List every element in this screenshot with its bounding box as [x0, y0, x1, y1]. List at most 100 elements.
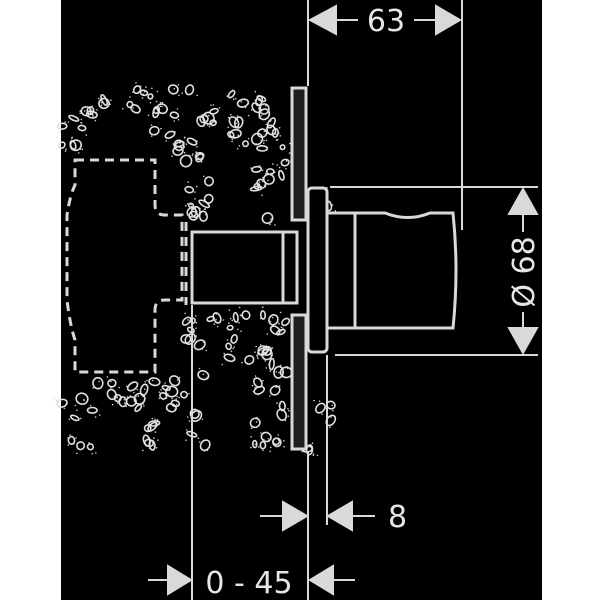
gravel-dot: [123, 398, 126, 401]
gravel-dot: [261, 194, 263, 197]
gravel-dot: [254, 99, 256, 102]
arrow-down-icon: [507, 327, 539, 356]
gravel-stone: [232, 311, 239, 323]
gravel-stone: [226, 324, 234, 331]
gravel-dot: [137, 395, 140, 397]
gravel-dot: [147, 427, 149, 430]
gravel-dot: [270, 119, 272, 121]
gravel-dot: [148, 424, 151, 426]
gravel-dot: [202, 341, 205, 343]
gravel-dot: [200, 161, 203, 163]
gravel-stone: [233, 116, 244, 129]
gravel-stone: [272, 437, 282, 448]
gravel-dot: [186, 203, 189, 205]
gravel-dot: [195, 335, 198, 337]
gravel-dot: [139, 85, 142, 88]
gravel-dot: [132, 91, 134, 93]
gravel-stone: [86, 106, 95, 116]
gravel-dot: [187, 181, 189, 183]
gravel-dot: [257, 446, 260, 448]
gravel-dot: [240, 100, 242, 103]
gravel-stone: [132, 85, 142, 95]
gravel-stone: [259, 310, 267, 320]
gravel-dot: [132, 107, 134, 109]
gravel-dot: [190, 205, 193, 208]
gravel-stone: [181, 316, 192, 326]
gravel-dot: [141, 97, 144, 99]
arrow-right-icon: [167, 564, 193, 596]
gravel-dot: [198, 441, 201, 443]
gravel-stone: [56, 122, 68, 130]
gravel-stone: [280, 158, 290, 167]
gravel-dot: [198, 367, 201, 370]
gravel-dot: [183, 147, 185, 149]
gravel-dot: [252, 390, 255, 393]
gravel-stone: [256, 94, 267, 103]
gravel-dot: [143, 388, 146, 391]
gravel-stone: [180, 333, 192, 345]
gravel-dot: [61, 141, 64, 144]
gravel-dot: [203, 153, 205, 156]
gravel-dot: [235, 122, 237, 125]
gravel-dot: [155, 447, 158, 449]
gravel-stone: [76, 441, 86, 451]
gravel-dot: [266, 333, 269, 335]
gravel-dot: [208, 114, 210, 117]
gravel-dot: [289, 142, 291, 145]
gravel-dot: [265, 139, 268, 142]
gravel-stone: [241, 310, 251, 320]
gravel-dot: [195, 315, 197, 317]
gravel-dot: [98, 101, 101, 103]
gravel-dot: [117, 402, 119, 404]
gravel-dot: [279, 311, 282, 314]
gravel-dot: [285, 160, 288, 162]
gravel-dot: [278, 371, 280, 374]
gravel-dot: [80, 121, 82, 124]
gravel-dot: [311, 442, 314, 445]
gravel-dot: [100, 104, 103, 107]
gravel-dot: [216, 325, 219, 328]
gravel-dot: [231, 140, 233, 143]
gravel-stone: [169, 111, 180, 119]
gravel-stone: [86, 443, 95, 451]
gravel-dot: [143, 90, 146, 93]
gravel-dot: [264, 134, 267, 136]
gravel-dot: [68, 418, 71, 421]
gravel-stone: [225, 342, 232, 351]
gravel-stone: [269, 385, 281, 396]
gravel-stone: [165, 403, 177, 413]
gravel-stone: [236, 98, 250, 108]
gravel-dot: [95, 452, 97, 454]
gravel-dot: [240, 314, 242, 317]
gravel-dot: [178, 396, 180, 399]
gravel-dot: [278, 127, 281, 129]
gravel-dot: [79, 112, 81, 115]
gravel-dot: [106, 376, 109, 378]
gravel-stone: [251, 165, 263, 173]
gravel-stone: [268, 314, 279, 326]
gravel-dot: [65, 148, 67, 150]
gravel-stone: [241, 140, 249, 148]
gravel-dot: [159, 101, 162, 104]
gravel-stone: [143, 424, 152, 433]
gravel-dot: [143, 405, 145, 407]
gravel-dot: [203, 175, 205, 178]
gravel-stone: [148, 125, 160, 136]
gravel-dot: [276, 164, 279, 166]
gravel-dot: [179, 149, 181, 151]
gravel-dot: [158, 397, 160, 400]
gravel-dot: [92, 381, 94, 384]
gravel-dot: [168, 386, 170, 389]
gravel-dot: [196, 94, 198, 97]
gravel-dot: [258, 97, 261, 100]
gravel-dot: [258, 107, 260, 110]
gravel-dot: [237, 134, 239, 137]
gravel-dot: [202, 373, 205, 376]
gravel-dot: [232, 98, 235, 100]
gravel-dot: [254, 443, 256, 446]
gravel-dot: [178, 376, 181, 379]
gravel-dot: [149, 429, 151, 432]
gravel-dot: [185, 439, 187, 442]
gravel-dot: [232, 89, 234, 91]
gravel-dot: [98, 97, 100, 100]
